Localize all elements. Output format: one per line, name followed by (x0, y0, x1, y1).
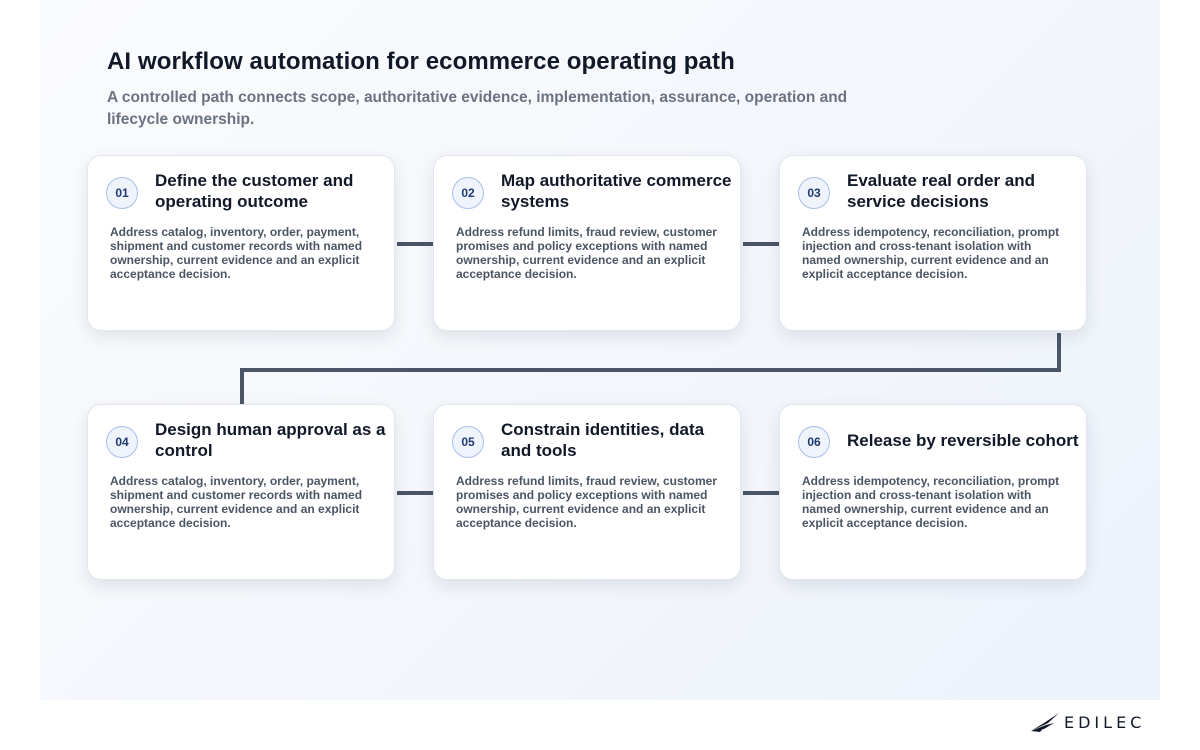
step-number-badge: 01 (106, 177, 138, 209)
connector-04-05 (397, 491, 434, 495)
step-card-05: 05 Constrain identities, data and tools … (433, 404, 741, 580)
step-description: Address refund limits, fraud review, cus… (456, 474, 717, 530)
step-title: Release by reversible cohort (847, 431, 1079, 450)
connector-01-02 (397, 242, 434, 246)
step-description: Address idempotency, reconciliation, pro… (802, 225, 1060, 281)
step-number-badge: 03 (798, 177, 830, 209)
step-description: Address catalog, inventory, order, payme… (110, 474, 363, 530)
step-description: Address refund limits, fraud review, cus… (456, 225, 717, 281)
step-card-01: 01 Define the customer and operating out… (87, 155, 395, 331)
step-number-badge: 04 (106, 426, 138, 458)
page-title: AI workflow automation for ecommerce ope… (107, 48, 735, 75)
step-number-badge: 06 (798, 426, 830, 458)
step-title: Map authoritative commerce systems (501, 171, 732, 211)
step-card-04: 04 Design human approval as a control Ad… (87, 404, 395, 580)
step-number-badge: 05 (452, 426, 484, 458)
background-panel (40, 0, 1160, 700)
connector-05-06 (743, 491, 780, 495)
page-subtitle: A controlled path connects scope, author… (107, 89, 848, 128)
step-title: Design human approval as a control (155, 420, 386, 460)
step-number-badge: 02 (452, 177, 484, 209)
step-title: Evaluate real order and service decision… (847, 171, 1036, 211)
step-card-02: 02 Map authoritative commerce systems Ad… (433, 155, 741, 331)
connector-03-04-drop (240, 368, 244, 405)
step-title: Constrain identities, data and tools (501, 420, 705, 460)
step-card-03: 03 Evaluate real order and service decis… (779, 155, 1087, 331)
connector-03-04-across (240, 368, 1061, 372)
connector-03-04-down (1057, 333, 1061, 372)
step-description: Address idempotency, reconciliation, pro… (802, 474, 1060, 530)
step-title: Define the customer and operating outcom… (155, 171, 354, 211)
brand-name: EDILEC (1064, 713, 1146, 732)
step-description: Address catalog, inventory, order, payme… (110, 225, 363, 281)
connector-02-03 (743, 242, 780, 246)
edilec-logo: EDILEC (1030, 711, 1155, 735)
step-card-06: 06 Release by reversible cohort Address … (779, 404, 1087, 580)
edilec-logo-icon (1031, 713, 1059, 732)
